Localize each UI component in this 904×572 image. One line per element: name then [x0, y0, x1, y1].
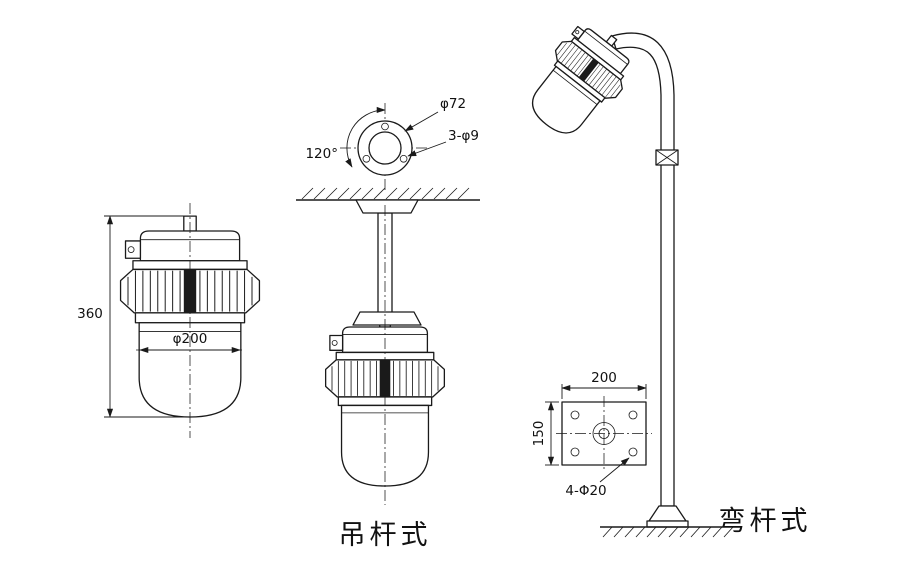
dimension-phi72: φ72	[404, 96, 466, 132]
dim-mount-circle: φ72	[440, 96, 466, 112]
pole-base-flange	[649, 506, 686, 521]
base-center-hole-inner	[599, 429, 609, 439]
pole-base-pad	[647, 521, 688, 527]
ceiling-hatch	[301, 187, 470, 200]
dimension-4phi20: 4-Φ20	[565, 457, 630, 499]
dimension-150: 150	[531, 401, 559, 466]
pole-junction-box	[656, 150, 678, 165]
bolt-hole-right	[400, 155, 407, 162]
rod-top-flange	[356, 200, 418, 213]
dim-hole-angle: 120°	[305, 146, 338, 162]
ground-hatch	[602, 526, 734, 538]
label-bent-type: 弯杆式	[719, 506, 812, 537]
dim-base-width: 200	[591, 370, 617, 386]
dim-base-holes: 4-Φ20	[565, 483, 606, 499]
front-view-lamp: 360 φ200	[77, 203, 261, 438]
top-view-mount: φ72 3-φ9 120°	[305, 96, 479, 193]
pendant-assembly	[296, 187, 480, 505]
base-center-hole-outer	[593, 423, 615, 445]
rod-bottom-flange	[353, 312, 421, 325]
dim-mount-holes: 3-φ9	[448, 128, 479, 144]
dimension-200: 200	[561, 370, 647, 399]
base-plate-detail: 200 150 4-Φ20	[531, 370, 652, 499]
dim-overall-height: 360	[77, 306, 103, 322]
dimension-120deg: 120°	[305, 106, 386, 168]
dim-base-depth: 150	[531, 421, 547, 447]
base-hole-tr	[629, 411, 637, 419]
dimension-phi200: φ200	[139, 331, 241, 354]
dimension-3phi9: 3-φ9	[407, 128, 479, 157]
label-pendant-type: 吊杆式	[339, 520, 432, 551]
bent-pole-assembly	[515, 13, 742, 538]
dimension-360: 360	[77, 215, 188, 418]
base-hole-br	[629, 448, 637, 456]
dim-body-diameter: φ200	[173, 331, 208, 347]
base-hole-bl	[571, 448, 579, 456]
base-hole-tl	[571, 411, 579, 419]
mount-inner-circle	[369, 132, 401, 164]
